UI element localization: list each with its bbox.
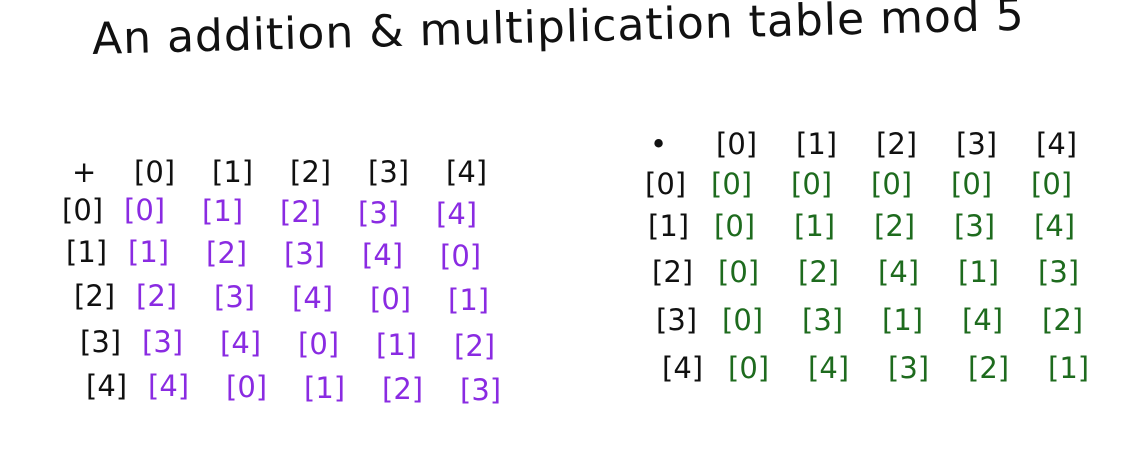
addition-cell: [4] [292,281,334,315]
addition-cell: [3] [460,373,502,407]
addition-col-header: [4] [446,155,488,189]
multiplication-cell: [4] [1034,209,1076,243]
multiplication-cell: [3] [954,209,996,243]
addition-cell: [2] [454,329,496,363]
addition-row-header: [2] [74,279,116,313]
multiplication-cell: [1] [794,209,836,243]
multiplication-operator: • [650,127,668,161]
multiplication-row-header: [0] [645,167,687,201]
addition-cell: [2] [382,372,424,406]
addition-cell: [2] [206,236,248,270]
addition-col-header: [0] [134,155,176,189]
multiplication-cell: [1] [1048,351,1090,385]
multiplication-col-header: [3] [956,127,998,161]
addition-cell: [3] [284,237,326,271]
addition-cell: [0] [370,282,412,316]
addition-row-header: [4] [86,369,128,403]
multiplication-cell: [0] [711,167,753,201]
addition-cell: [0] [298,327,340,361]
multiplication-cell: [0] [871,167,913,201]
addition-cell: [1] [304,371,346,405]
multiplication-cell: [3] [802,303,844,337]
multiplication-cell: [0] [951,167,993,201]
multiplication-cell: [4] [878,255,920,289]
multiplication-cell: [0] [714,209,756,243]
addition-cell: [2] [136,279,178,313]
addition-cell: [1] [448,283,490,317]
multiplication-col-header: [1] [796,127,838,161]
addition-operator: + [72,155,97,189]
addition-cell: [0] [124,193,166,227]
multiplication-cell: [2] [968,351,1010,385]
addition-row-header: [0] [62,193,104,227]
addition-cell: [4] [220,326,262,360]
multiplication-cell: [3] [1038,255,1080,289]
multiplication-cell: [3] [888,351,930,385]
multiplication-col-header: [0] [716,127,758,161]
addition-cell: [4] [362,238,404,272]
multiplication-row-header: [4] [662,351,704,385]
addition-col-header: [1] [212,155,254,189]
addition-cell: [1] [202,194,244,228]
multiplication-col-header: [4] [1036,127,1078,161]
multiplication-cell: [2] [1042,303,1084,337]
addition-cell: [0] [440,239,482,273]
addition-cell: [3] [214,280,256,314]
addition-row-header: [1] [66,235,108,269]
addition-col-header: [2] [290,155,332,189]
addition-cell: [3] [358,196,400,230]
multiplication-cell: [1] [882,303,924,337]
multiplication-cell: [0] [791,167,833,201]
multiplication-cell: [0] [728,351,770,385]
addition-cell: [1] [376,328,418,362]
addition-col-header: [3] [368,155,410,189]
addition-cell: [0] [226,370,268,404]
multiplication-col-header: [2] [876,127,918,161]
multiplication-row-header: [1] [648,209,690,243]
multiplication-cell: [4] [808,351,850,385]
addition-cell: [2] [280,195,322,229]
addition-cell: [4] [436,197,478,231]
addition-cell: [3] [142,325,184,359]
multiplication-cell: [2] [798,255,840,289]
multiplication-row-header: [2] [652,255,694,289]
multiplication-cell: [4] [962,303,1004,337]
multiplication-cell: [2] [874,209,916,243]
addition-cell: [1] [128,235,170,269]
multiplication-cell: [0] [722,303,764,337]
multiplication-cell: [0] [718,255,760,289]
multiplication-cell: [1] [958,255,1000,289]
page-title: An addition & multiplication table mod 5 [91,0,1026,65]
addition-cell: [4] [148,369,190,403]
multiplication-cell: [0] [1031,167,1073,201]
addition-row-header: [3] [80,325,122,359]
multiplication-row-header: [3] [656,303,698,337]
